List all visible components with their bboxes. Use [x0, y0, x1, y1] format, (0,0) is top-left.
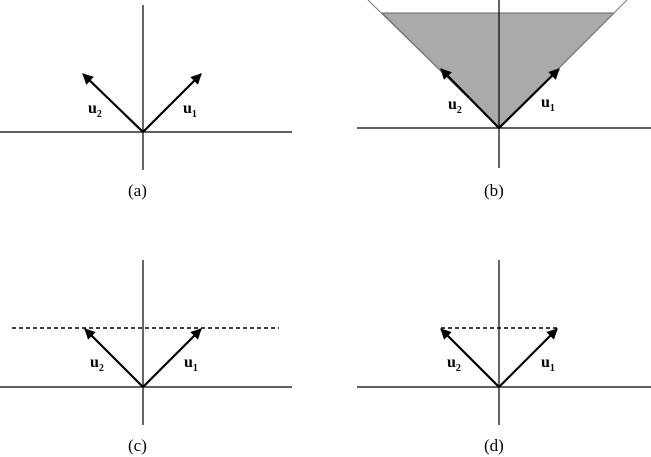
panel-d-caption: (d) [484, 436, 504, 455]
panel-c-vector-u1 [142, 328, 202, 388]
panel-b-u2-label: u2 [448, 96, 462, 116]
panel-b-shaded-cone [380, 12, 616, 129]
panel-d-u2-label: u2 [447, 354, 461, 374]
panel-a-u2-label: u2 [88, 100, 102, 120]
panel-a-caption: (a) [128, 181, 147, 200]
panel-c-vector-u2 [84, 328, 144, 388]
panel-a: u1 u2 (a) [0, 5, 292, 200]
panel-b-caption: (b) [484, 181, 504, 200]
panel-d-vector-u2 [440, 328, 500, 388]
panel-a-vector-u2 [82, 73, 144, 133]
panel-d: u1 u2 (d) [357, 260, 651, 455]
panel-c-u1-label: u1 [184, 354, 198, 374]
panel-d-u1-label: u1 [541, 354, 555, 374]
panel-c: u1 u2 (c) [0, 260, 292, 455]
panel-c-caption: (c) [128, 436, 147, 455]
panel-b-u1-label: u1 [541, 94, 555, 114]
panel-a-vector-u1 [142, 73, 202, 133]
panel-a-u1-label: u1 [183, 100, 197, 120]
panel-b-vector-u2 [440, 68, 500, 129]
panel-b-vector-u1 [498, 68, 560, 129]
panel-d-vector-u1 [498, 328, 558, 388]
panel-c-u2-label: u2 [90, 354, 104, 374]
panel-b: u1 u2 (b) [357, 0, 651, 200]
